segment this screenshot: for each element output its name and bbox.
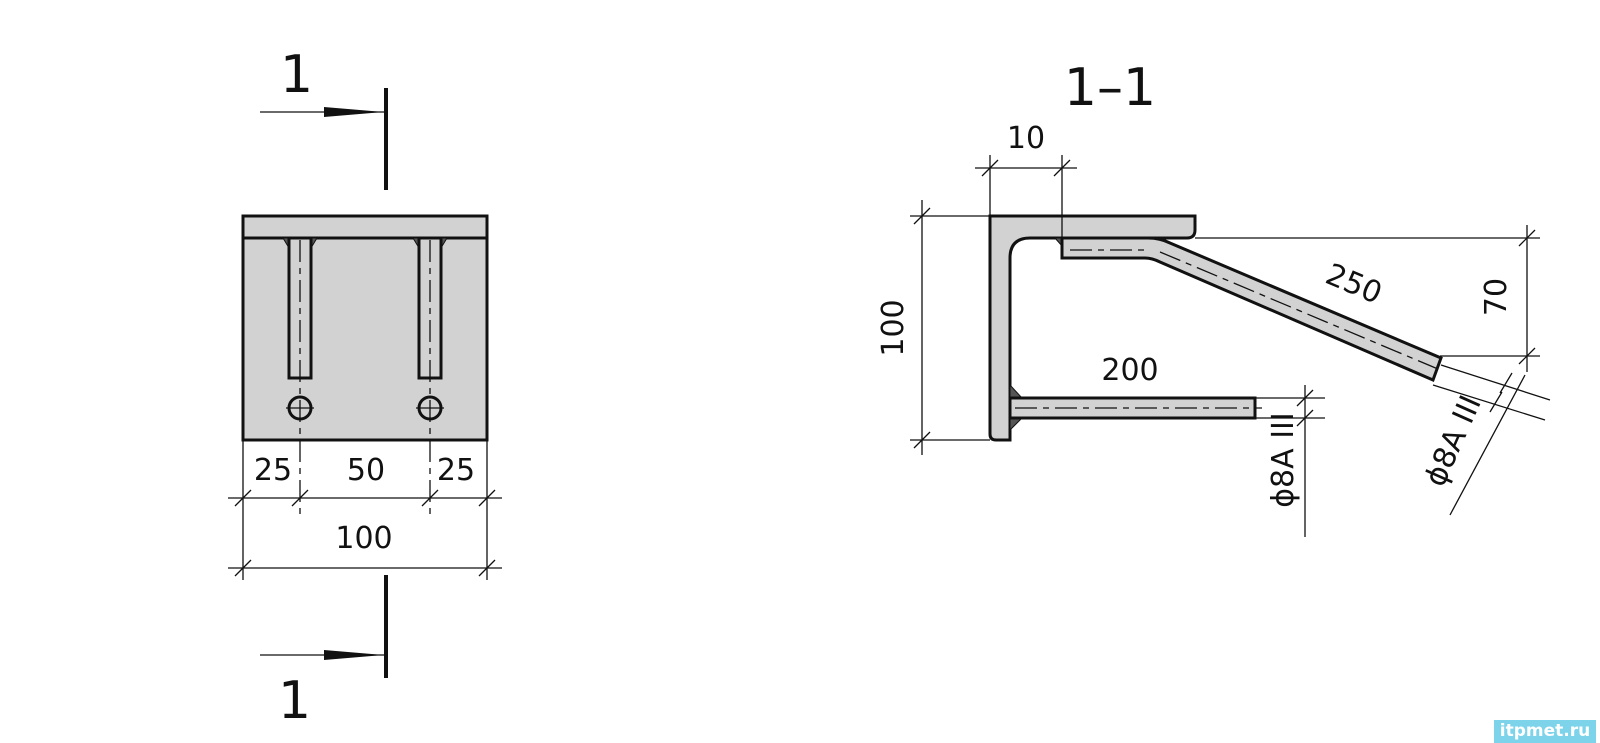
dim-rise: 70 bbox=[1479, 278, 1514, 316]
dim-flange-offset: 10 bbox=[1007, 121, 1045, 156]
section-dimensions: 10 100 70 250 200 ϕ8A III bbox=[876, 121, 1551, 537]
section-view: 1–1 10 100 70 25 bbox=[876, 58, 1551, 537]
section-title: 1–1 bbox=[1064, 58, 1156, 118]
dim-right: 25 bbox=[437, 453, 475, 488]
angle-flange bbox=[241, 214, 489, 240]
inclined-bar-spec: ϕ8A III bbox=[1418, 390, 1489, 491]
dim-horizontal-length: 200 bbox=[1101, 353, 1158, 388]
section-mark-top: 1 bbox=[260, 45, 388, 190]
section-label-top: 1 bbox=[280, 45, 313, 105]
section-mark-bottom: 1 bbox=[260, 575, 388, 731]
dim-left: 25 bbox=[254, 453, 292, 488]
dim-height: 100 bbox=[876, 299, 911, 356]
steel-angle bbox=[988, 214, 1197, 442]
bar-section-left bbox=[286, 395, 314, 421]
plan-dimensions: 25 50 25 100 bbox=[228, 440, 502, 580]
inclined-bar bbox=[1060, 236, 1443, 383]
base-plate bbox=[241, 214, 489, 442]
dim-total: 100 bbox=[335, 521, 392, 556]
dim-middle: 50 bbox=[347, 453, 385, 488]
horizontal-bar-spec: ϕ8A III bbox=[1266, 412, 1301, 507]
section-label-bottom: 1 bbox=[278, 671, 311, 731]
watermark: itpmet.ru bbox=[1494, 720, 1596, 743]
dim-inclined-length: 250 bbox=[1321, 257, 1387, 312]
bar-section-right bbox=[416, 395, 444, 421]
plan-view: 1 1 bbox=[228, 45, 502, 731]
